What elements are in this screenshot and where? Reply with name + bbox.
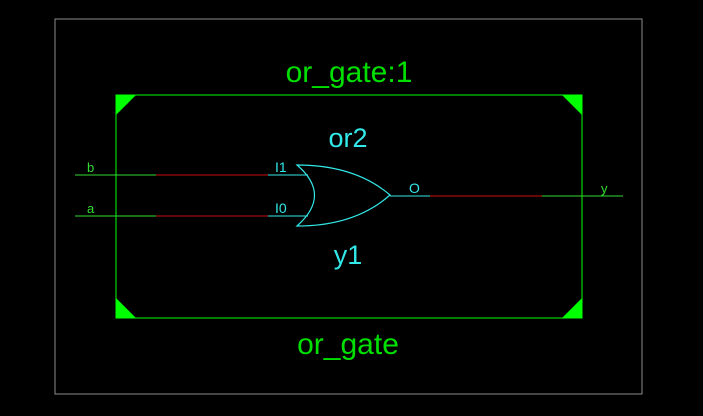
corner-marker-br [562,298,582,318]
module-box[interactable] [115,94,583,319]
gate-type-label: or2 [328,123,367,153]
net-b-label: b [87,160,94,175]
pin-label-i0: I0 [275,200,287,216]
net-y[interactable]: y [430,181,623,197]
pin-label-i1: I1 [275,159,287,175]
net-a-label: a [87,201,95,216]
module-label: or_gate [297,328,399,361]
net-y-label: y [601,181,608,196]
pin-label-o: O [409,180,420,196]
corner-marker-tl [116,95,136,115]
net-b[interactable]: b [75,160,308,176]
outer-frame [54,18,643,395]
corner-marker-bl [116,298,136,318]
or-gate[interactable]: or2 I1 I0 O y1 [275,123,430,270]
gate-instance-label: y1 [334,240,363,270]
or-gate-symbol [295,164,391,227]
corner-marker-tr [562,95,582,115]
module-border [115,94,583,319]
net-a[interactable]: a [75,201,308,217]
instance-label: or_gate:1 [286,56,413,89]
